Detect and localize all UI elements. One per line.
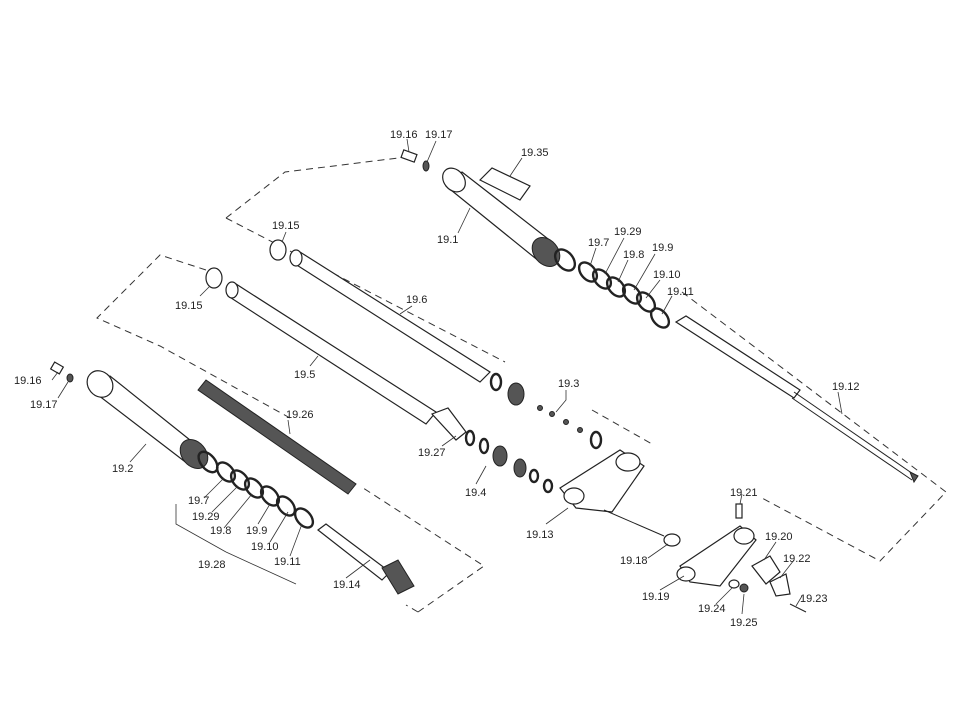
washer-lower-left <box>66 373 74 383</box>
label-19-13: 19.13 <box>526 529 554 541</box>
label-19-5: 19.5 <box>294 369 315 381</box>
label-19-23: 19.23 <box>800 593 828 605</box>
label-19-15-upper: 19.15 <box>272 220 300 232</box>
label-19-7-lower: 19.7 <box>188 495 209 507</box>
label-19-35: 19.35 <box>521 147 549 159</box>
washer-19-24 <box>728 579 740 589</box>
spring-19-26 <box>197 379 357 495</box>
tube-19-5 <box>205 267 467 441</box>
label-19-18: 19.18 <box>620 555 648 567</box>
label-19-1: 19.1 <box>437 234 458 246</box>
sleeve-19-35 <box>478 167 531 201</box>
label-19-10-upper: 19.10 <box>653 269 681 281</box>
cartridge-19-3 <box>489 372 603 450</box>
label-19-3: 19.3 <box>558 378 579 390</box>
fork-leg-right <box>442 167 577 272</box>
label-19-22: 19.22 <box>783 553 811 565</box>
label-19-27: 19.27 <box>418 447 446 459</box>
label-19-16-lower: 19.16 <box>14 375 42 387</box>
label-19-7-upper: 19.7 <box>588 237 609 249</box>
leader-lines <box>51 138 843 615</box>
assembly-outline-lower <box>96 254 485 613</box>
upper-seal-stack <box>577 261 671 329</box>
label-19-28: 19.28 <box>198 559 226 571</box>
part-labels: 19.16 19.17 19.35 19.1 19.7 19.29 19.8 1… <box>14 129 860 629</box>
lower-seal-stack <box>215 461 315 529</box>
label-19-26: 19.26 <box>286 409 314 421</box>
label-19-21: 19.21 <box>730 487 758 499</box>
label-19-10-lower: 19.10 <box>251 541 279 553</box>
label-19-11-upper: 19.11 <box>667 286 694 298</box>
label-19-11-lower: 19.11 <box>274 556 301 568</box>
damper-rod-19-14 <box>317 523 415 595</box>
label-19-14: 19.14 <box>333 579 361 591</box>
label-19-9-upper: 19.9 <box>652 242 673 254</box>
label-19-2: 19.2 <box>112 463 133 475</box>
fork-leg-left <box>86 370 219 474</box>
washer-upper-right <box>422 160 430 172</box>
handlebar-clamp-19-19 <box>676 525 757 587</box>
cartridge-19-4 <box>464 429 554 494</box>
label-19-4: 19.4 <box>465 487 486 499</box>
label-19-19: 19.19 <box>642 591 670 603</box>
bolt-19-23 <box>789 603 807 613</box>
label-19-8-upper: 19.8 <box>623 249 644 261</box>
bolt-lower-left <box>49 361 65 375</box>
label-19-29-lower: 19.29 <box>192 511 220 523</box>
label-19-24: 19.24 <box>698 603 726 615</box>
label-19-12: 19.12 <box>832 381 860 393</box>
bolt-upper-right <box>400 149 418 163</box>
label-19-17-lower: 19.17 <box>30 399 58 411</box>
label-19-29-upper: 19.29 <box>614 226 642 238</box>
screw-19-21 <box>735 503 743 519</box>
label-19-8-lower: 19.8 <box>210 525 231 537</box>
stanchion-19-12 <box>674 315 919 484</box>
nut-19-25 <box>739 583 749 593</box>
label-19-16-upper: 19.16 <box>390 129 418 141</box>
label-19-17-upper: 19.17 <box>425 129 453 141</box>
label-19-20: 19.20 <box>765 531 793 543</box>
label-19-9-lower: 19.9 <box>246 525 267 537</box>
label-19-15-lower: 19.15 <box>175 300 203 312</box>
triple-clamp-19-13 <box>559 449 665 537</box>
washer-19-18 <box>663 533 681 547</box>
tube-19-6 <box>269 239 491 383</box>
label-19-25: 19.25 <box>730 617 758 629</box>
label-19-6: 19.6 <box>406 294 427 306</box>
